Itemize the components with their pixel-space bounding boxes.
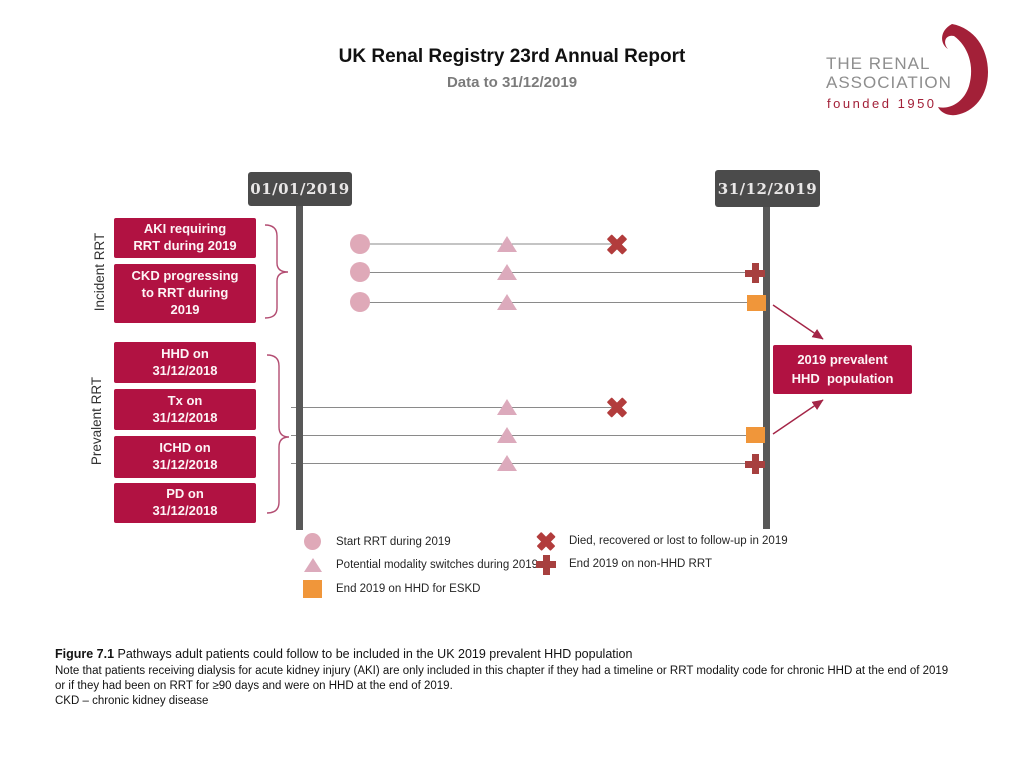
start-rrt-circle-icon xyxy=(350,234,370,254)
modality-switch-triangle-icon xyxy=(497,399,517,415)
modality-switch-triangle-icon xyxy=(497,236,517,252)
figure-number: Figure 7.1 xyxy=(55,647,115,661)
end-nonhhd-plus-icon xyxy=(745,454,765,474)
figure-caption-abbreviation: CKD – chronic kidney disease xyxy=(55,695,209,707)
timeline-label-start: 01/01/2019 xyxy=(248,172,352,206)
modality-switch-triangle-icon xyxy=(497,455,517,471)
figure-caption-note: Note that patients receiving dialysis fo… xyxy=(55,665,949,692)
kidney-swoosh-icon xyxy=(938,24,988,116)
timeline-start-date: 01/01/2019 xyxy=(250,180,350,198)
modality-switch-triangle-icon xyxy=(497,264,517,280)
logo-text-founded: founded 1950 xyxy=(827,96,937,111)
died-recovered-x-icon xyxy=(606,233,628,255)
legend-right-column: Died, recovered or lost to follow-up in … xyxy=(536,529,788,575)
died-recovered-x-icon xyxy=(606,396,628,418)
start-rrt-circle-icon xyxy=(350,262,370,282)
modality-switch-triangle-icon xyxy=(497,427,517,443)
end-nonhhd-plus-icon xyxy=(745,263,765,283)
legend-left-column: Start RRT during 2019 Potential modality… xyxy=(303,530,538,600)
legend-label: Died, recovered or lost to follow-up in … xyxy=(569,534,788,547)
start-rrt-circle-icon xyxy=(350,292,370,312)
figure-caption-title: Figure 7.1 Pathways adult patients could… xyxy=(55,646,955,662)
legend-item: Start RRT during 2019 xyxy=(303,530,538,553)
timeline-bar-start xyxy=(296,200,303,530)
prevalent-brace xyxy=(266,354,290,514)
page-title: UK Renal Registry 23rd Annual Report xyxy=(338,46,686,67)
start-rrt-circle-icon xyxy=(304,532,321,550)
logo-text-the-renal: THE RENAL xyxy=(826,54,931,73)
arrow-upper-to-result xyxy=(772,304,824,340)
arrow-lower-to-result xyxy=(772,399,824,435)
timeline-bar-end xyxy=(763,201,770,529)
figure-title-text: Pathways adult patients could follow to … xyxy=(114,647,633,661)
modality-switch-triangle-icon xyxy=(304,557,322,572)
died-recovered-x-icon xyxy=(536,532,556,552)
end-hhd-square-icon xyxy=(303,579,322,598)
page-subtitle: Data to 31/12/2019 xyxy=(446,74,578,91)
legend-label: Start RRT during 2019 xyxy=(336,535,451,548)
timeline-label-end: 31/12/2019 xyxy=(715,170,820,207)
legend-item: End 2019 on HHD for ESKD xyxy=(303,577,538,600)
legend-item: Potential modality switches during 2019 xyxy=(303,553,538,576)
legend-label: End 2019 on HHD for ESKD xyxy=(336,582,481,595)
legend-label: End 2019 on non-HHD RRT xyxy=(569,557,712,570)
figure-caption: Figure 7.1 Pathways adult patients could… xyxy=(55,646,955,709)
logo-text-association: ASSOCIATION xyxy=(826,73,952,92)
modality-switch-triangle-icon xyxy=(497,294,517,310)
end-hhd-square-icon xyxy=(747,295,766,311)
legend-label: Potential modality switches during 2019 xyxy=(336,558,539,571)
end-nonhhd-plus-icon xyxy=(536,554,556,575)
legend-item: Died, recovered or lost to follow-up in … xyxy=(536,529,788,552)
incident-rrt-label: Incident RRT xyxy=(92,232,107,312)
legend-item: End 2019 on non-HHD RRT xyxy=(536,552,788,575)
end-hhd-square-icon xyxy=(746,427,765,443)
prevalent-rrt-label: Prevalent RRT xyxy=(89,376,104,466)
incident-brace xyxy=(264,224,289,319)
timeline-end-date: 31/12/2019 xyxy=(717,179,818,198)
